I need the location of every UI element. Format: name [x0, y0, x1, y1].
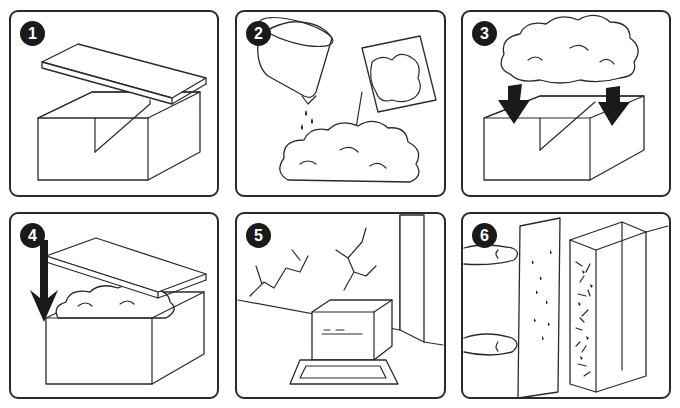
step-panel: 6	[461, 212, 671, 399]
step-number: 2	[246, 21, 271, 46]
trap-placement	[238, 215, 443, 384]
step-number: 3	[472, 21, 497, 46]
step-number: 4	[20, 223, 45, 248]
step-number: 5	[246, 223, 271, 248]
step-number: 1	[20, 21, 45, 46]
closing-lid	[30, 238, 206, 384]
step-panel: 4	[9, 212, 219, 399]
step-panel: 5	[235, 212, 446, 399]
catch-check	[464, 218, 668, 398]
open-box	[38, 44, 206, 180]
filling-box	[484, 15, 644, 180]
step-panel: 2	[235, 10, 446, 197]
step-panel: 3	[461, 10, 671, 197]
step-number: 6	[472, 223, 497, 248]
mixing-bait	[256, 12, 436, 182]
step-panel: 1	[9, 10, 219, 197]
